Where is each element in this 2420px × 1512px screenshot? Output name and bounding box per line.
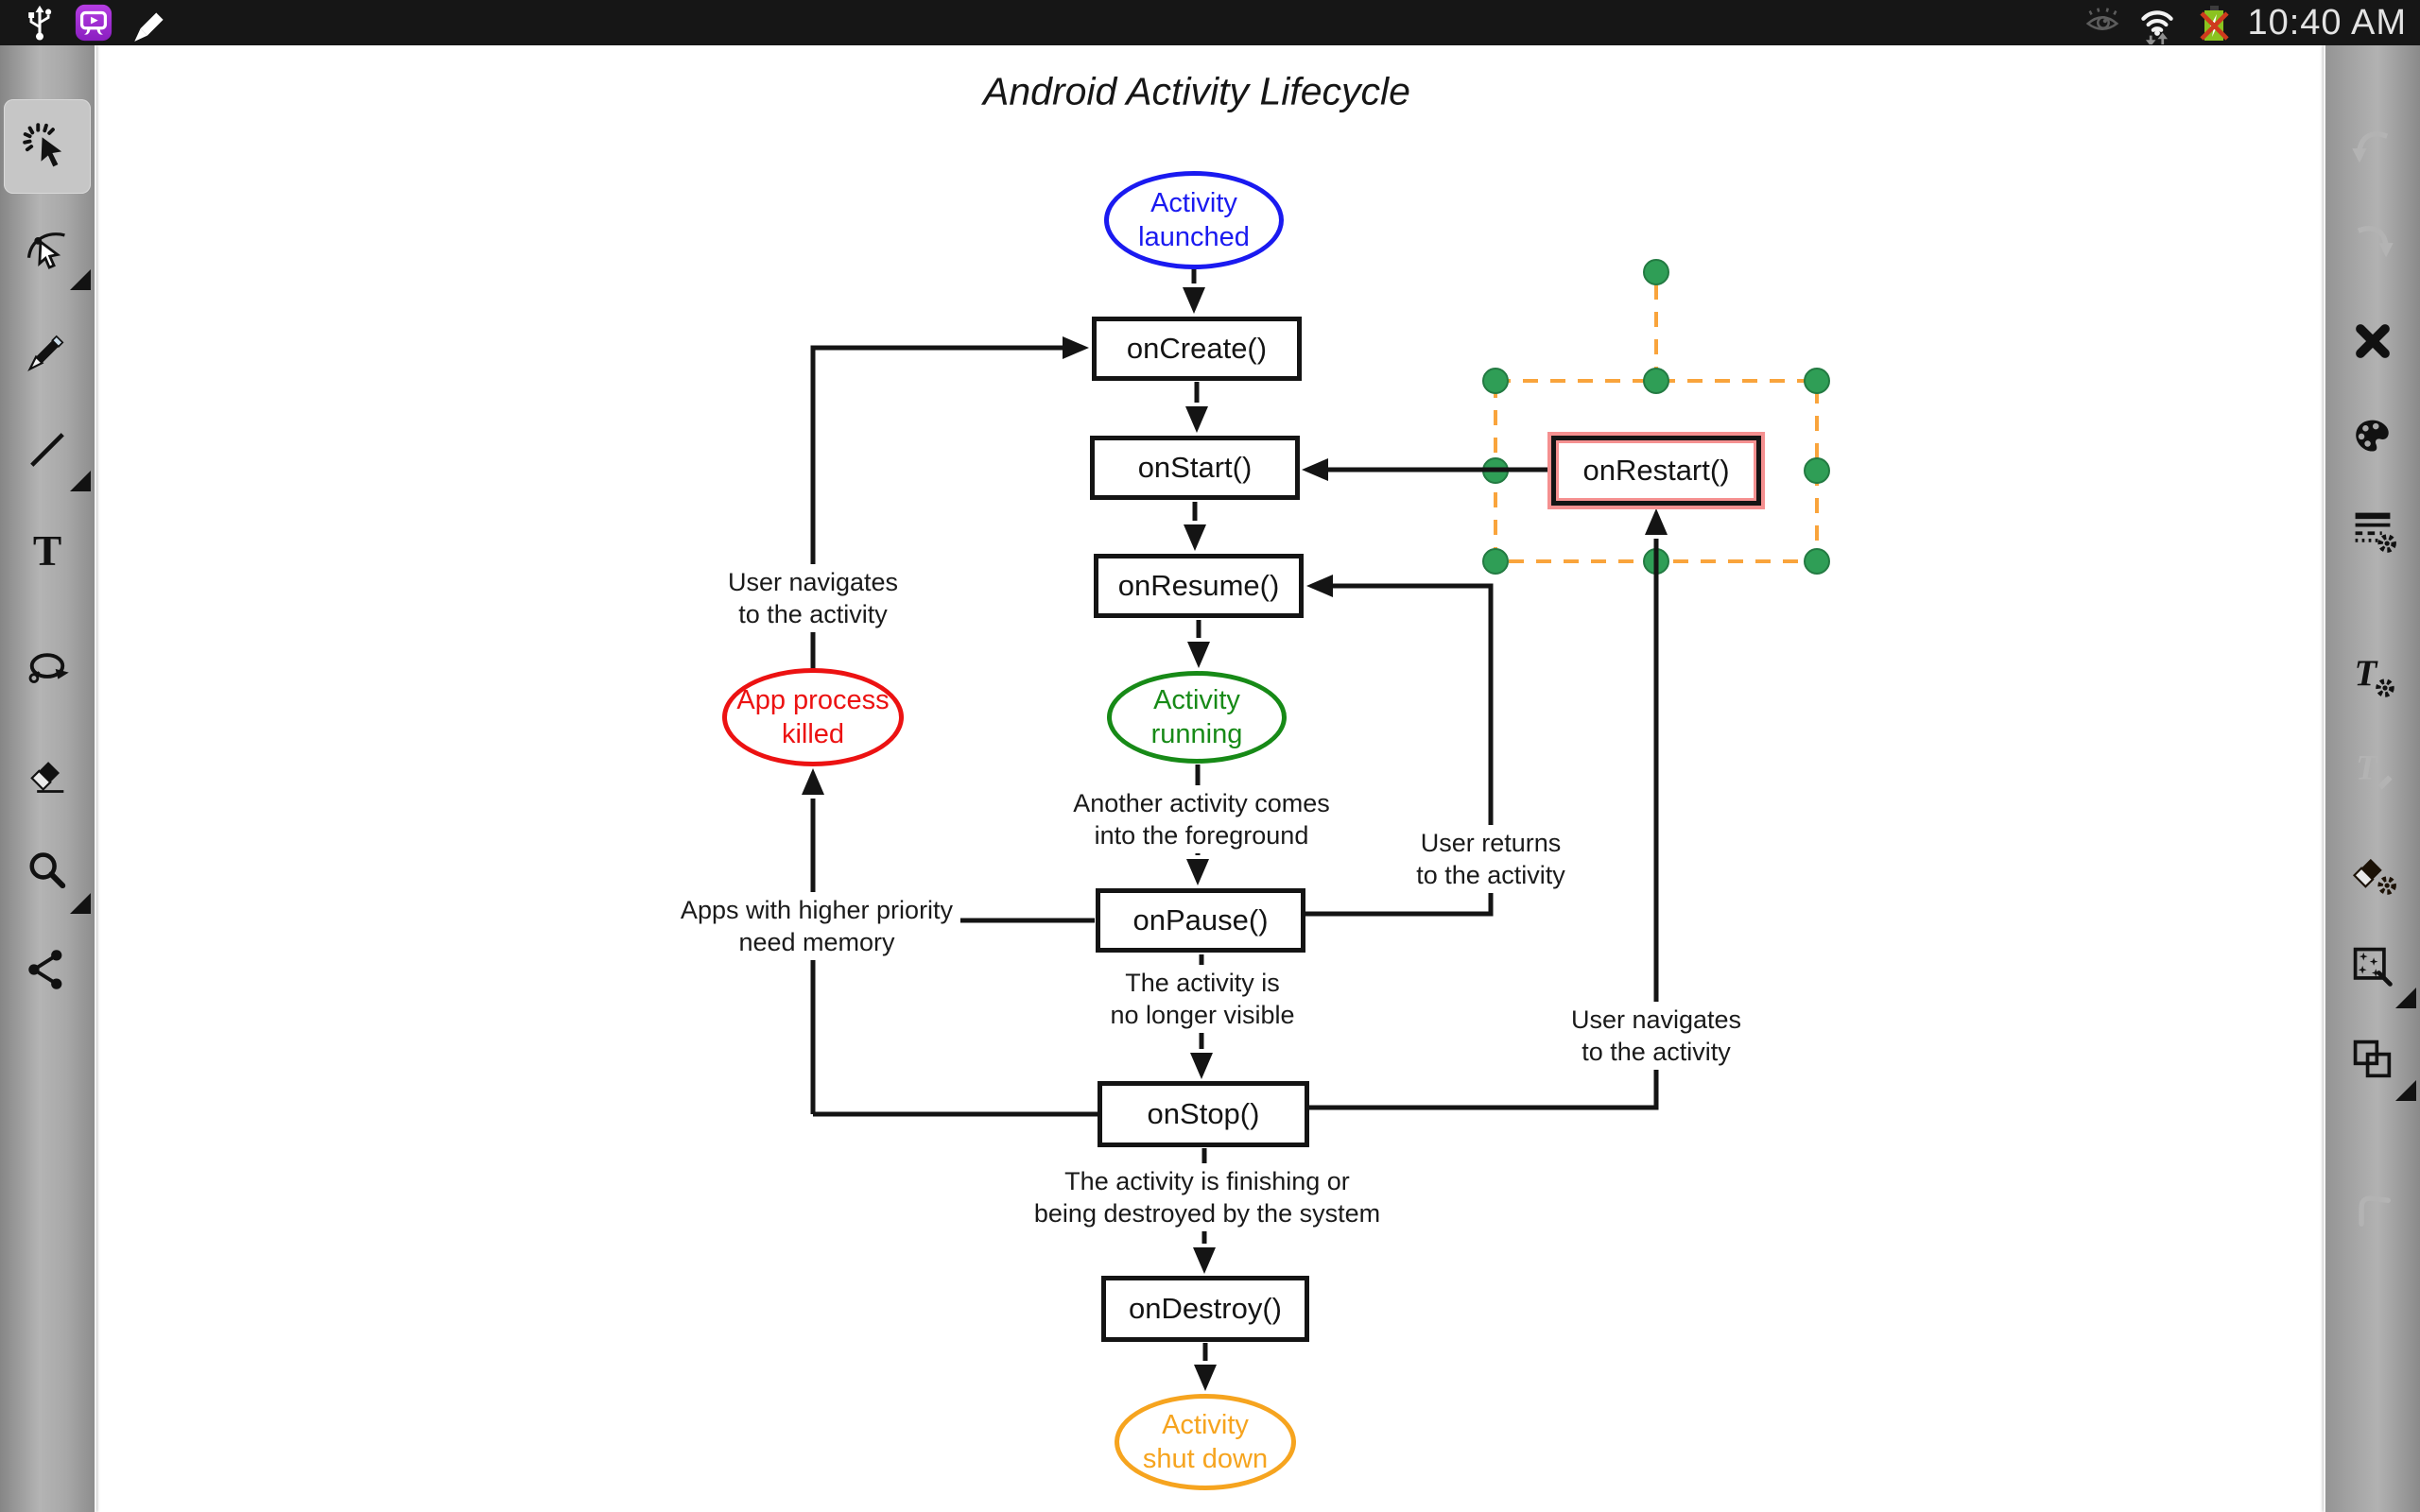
- clock: 10:40 AM: [2247, 3, 2407, 43]
- eraser-settings[interactable]: [2325, 825, 2420, 919]
- edge-label-user-navigates-right[interactable]: User navigates to the activity: [1563, 1002, 1750, 1070]
- undo-button[interactable]: [2325, 99, 2420, 194]
- node-onresume[interactable]: onResume(): [1094, 554, 1304, 618]
- edge-label-apps-need-memory[interactable]: Apps with higher priority need memory: [672, 892, 961, 960]
- edge-label-user-navigates-left[interactable]: User navigates to the activity: [719, 564, 907, 632]
- edge-label-another-activity[interactable]: Another activity comes into the foregrou…: [1065, 785, 1338, 853]
- node-oncreate[interactable]: onCreate(): [1092, 317, 1302, 381]
- zoom-tool[interactable]: [0, 825, 95, 919]
- edge-label-not-visible[interactable]: The activity is no longer visible: [1102, 965, 1303, 1033]
- page-title[interactable]: Android Activity Lifecycle: [983, 69, 1410, 113]
- node-activity-running[interactable]: Activity running: [1107, 671, 1287, 764]
- screenshare-app-icon: [75, 4, 112, 42]
- edge-label-activity-finishing[interactable]: The activity is finishing or being destr…: [1026, 1163, 1389, 1231]
- rotate-handle: [1643, 259, 1669, 285]
- usb-icon: [28, 5, 52, 41]
- arrow-heads: [802, 287, 1668, 1391]
- pencil-tool[interactable]: [0, 302, 95, 397]
- node-onrestart[interactable]: onRestart(): [1551, 436, 1761, 506]
- submenu-indicator: [70, 471, 91, 491]
- lasso-select-tool[interactable]: [0, 624, 95, 718]
- corner-tool[interactable]: [2325, 1162, 2420, 1257]
- submenu-indicator: [2395, 988, 2416, 1008]
- node-app-process-killed[interactable]: App process killed: [722, 668, 904, 766]
- gear-icon: [2377, 534, 2396, 553]
- submenu-indicator: [2395, 1080, 2416, 1101]
- submenu-indicator: [70, 269, 91, 290]
- node-activity-launched[interactable]: Activity launched: [1104, 171, 1284, 269]
- node-onpause[interactable]: onPause(): [1096, 888, 1305, 953]
- status-left-icons: [0, 1, 172, 44]
- line-style-settings[interactable]: [2325, 483, 2420, 577]
- node-onstart[interactable]: onStart(): [1090, 436, 1300, 500]
- battery-charge-error-icon: [2200, 6, 2230, 41]
- text-tool[interactable]: T: [0, 504, 95, 598]
- wifi-icon: [2141, 10, 2174, 44]
- node-edit-tool[interactable]: [0, 201, 95, 296]
- duplicate-button[interactable]: [2325, 1012, 2420, 1107]
- color-palette-button[interactable]: [2325, 390, 2420, 485]
- selection-handles[interactable]: [1482, 259, 1830, 575]
- gear-icon: [2376, 679, 2394, 697]
- node-activity-shut-down[interactable]: Activity shut down: [1115, 1394, 1296, 1490]
- text-edit-button[interactable]: T: [2325, 724, 2420, 818]
- submenu-indicator: [70, 893, 91, 914]
- effects-button[interactable]: [2325, 919, 2420, 1014]
- edge-label-user-returns[interactable]: User returns to the activity: [1409, 825, 1573, 893]
- line-tool[interactable]: [0, 403, 95, 497]
- gear-icon: [2377, 876, 2396, 895]
- smart-stay-eye-icon: [2086, 8, 2119, 30]
- selection-overlay[interactable]: [1482, 259, 1830, 575]
- text-style-settings[interactable]: T: [2325, 628, 2420, 723]
- svg-text:T: T: [33, 526, 61, 575]
- right-toolbar: T T: [2325, 45, 2420, 1512]
- node-onstop[interactable]: onStop(): [1098, 1081, 1309, 1147]
- tap-select-tool[interactable]: [4, 99, 91, 194]
- node-ondestroy[interactable]: onDestroy(): [1101, 1276, 1309, 1342]
- eraser-tool[interactable]: [0, 726, 95, 820]
- status-bar: 10:40 AM: [0, 0, 2420, 45]
- redo-button[interactable]: [2325, 194, 2420, 288]
- share-tool[interactable]: [0, 922, 95, 1017]
- left-toolbar: T: [0, 45, 95, 1512]
- svg-text:T: T: [2356, 748, 2378, 787]
- delete-button[interactable]: [2325, 294, 2420, 388]
- svg-text:T: T: [2355, 653, 2379, 694]
- pencil-icon: [134, 12, 164, 42]
